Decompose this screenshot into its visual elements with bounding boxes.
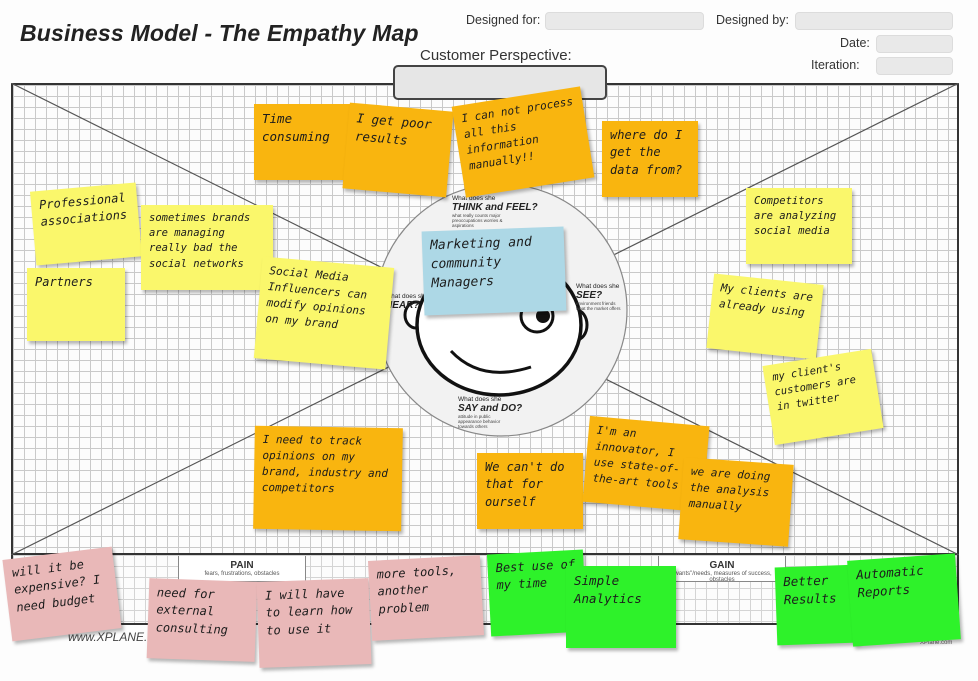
note-need-track[interactable]: I need to track opinions on my brand, in…: [253, 425, 403, 532]
page-title: Business Model - The Empathy Map: [20, 20, 419, 46]
note-analysis-manually[interactable]: we are doing the analysis manually: [678, 457, 794, 547]
footer-url: www.XPLANE.com: [68, 630, 171, 644]
hear-label: What does she HEAR?: [385, 293, 429, 311]
footer-credit: XPlane.com: [920, 640, 953, 646]
note-time-consuming[interactable]: Time consuming: [254, 104, 350, 180]
note-poor-results[interactable]: I get poor results: [342, 102, 454, 198]
designed-for-label: Designed for:: [466, 13, 541, 27]
note-persona[interactable]: Marketing and community Managers: [421, 226, 567, 316]
see-label: What does she SEE? environment friends w…: [576, 283, 621, 311]
note-brands-managing[interactable]: sometimes brands are managing really bad…: [141, 205, 273, 290]
date-field[interactable]: [876, 35, 953, 53]
note-simple-analytics[interactable]: Simple Analytics: [566, 566, 676, 648]
say-do-label: What does she SAY and DO? attitude in pu…: [458, 396, 523, 429]
note-better-results[interactable]: Better Results: [774, 564, 860, 646]
note-expensive[interactable]: will it be expensive? I need budget: [2, 546, 122, 642]
gain-header: GAIN "wants"/needs, measures of success,…: [658, 556, 786, 583]
date-label: Date:: [840, 36, 870, 50]
note-external-consulting[interactable]: need for external consulting: [146, 578, 258, 662]
note-where-data[interactable]: where do I get the data from?: [602, 121, 698, 197]
designed-by-label: Designed by:: [716, 13, 789, 27]
iteration-field[interactable]: [876, 57, 953, 75]
designed-for-field[interactable]: [545, 12, 704, 30]
note-clients-using[interactable]: My clients are already using: [706, 273, 824, 360]
note-competitors-analyzing[interactable]: Competitors are analyzing social media: [746, 188, 852, 264]
pain-header: PAIN fears, frustrations, obstacles: [178, 556, 306, 582]
note-partners[interactable]: Partners: [27, 268, 125, 341]
customer-perspective-label: Customer Perspective:: [420, 47, 572, 64]
think-feel-label: What does she THINK and FEEL? what reall…: [452, 195, 538, 228]
note-influencers[interactable]: Social Media Influencers can modify opin…: [253, 256, 395, 370]
iteration-label: Iteration:: [811, 58, 860, 72]
note-learn-use[interactable]: I will have to learn how to use it: [256, 578, 372, 668]
note-more-tools[interactable]: more tools, another problem: [367, 555, 485, 641]
note-cant-do[interactable]: We can't do that for ourself: [477, 453, 583, 529]
note-automatic-reports[interactable]: Automatic Reports: [847, 553, 961, 647]
designed-by-field[interactable]: [795, 12, 953, 30]
note-clients-customers[interactable]: my client's customers are in twitter: [762, 348, 884, 446]
note-professional-associations[interactable]: Professional associations: [29, 182, 143, 266]
